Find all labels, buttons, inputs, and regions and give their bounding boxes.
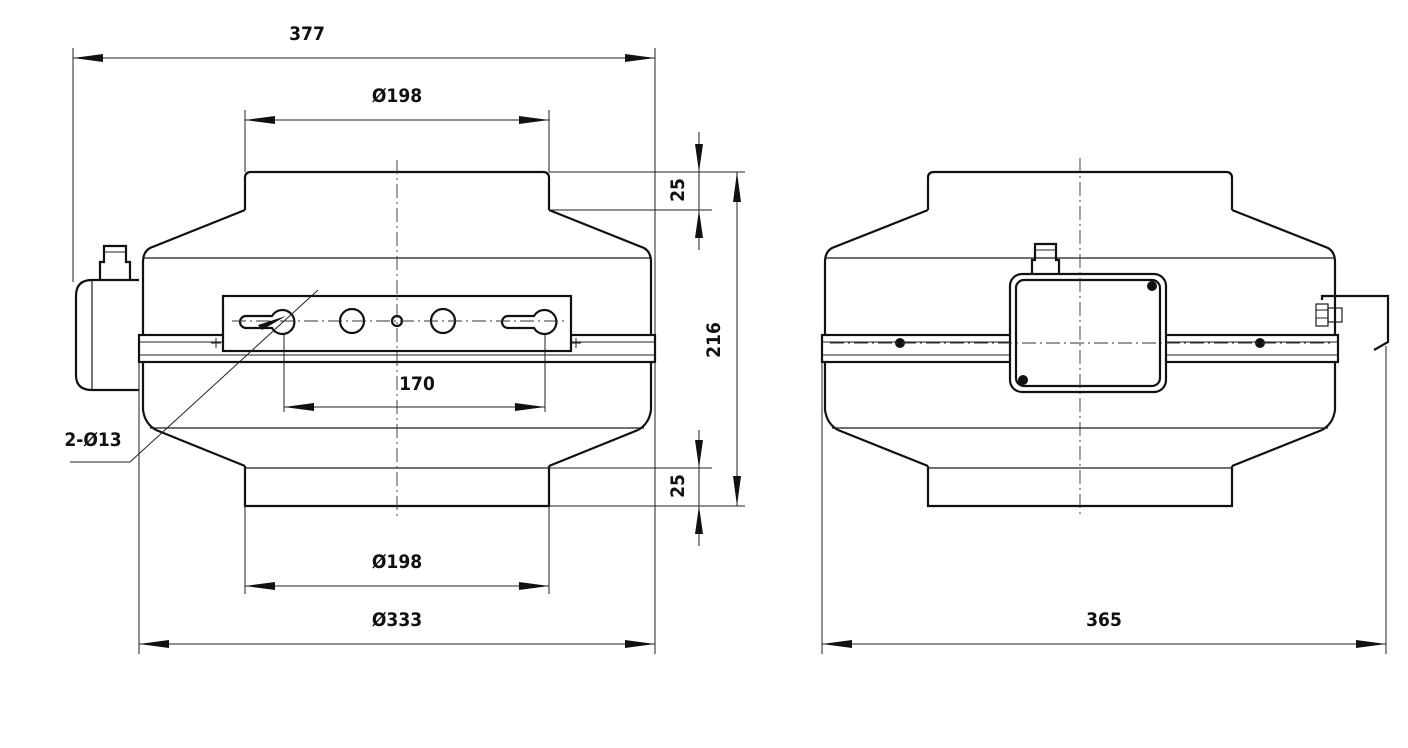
dim-333-arrow-right [625, 640, 655, 648]
dim-377-arrow-right [625, 54, 655, 62]
junction-box-screw-bottom [1018, 375, 1028, 385]
dim-377-arrow-left [73, 54, 103, 62]
dim-top-outlet-diameter: Ø198 [372, 85, 422, 107]
dim-216-arrow-bottom [733, 476, 741, 506]
dim-holes-arrow [258, 316, 286, 330]
dim-25b-arrow-bottom [695, 506, 703, 534]
side-lower-cone [837, 428, 1323, 468]
cable-gland [98, 244, 132, 280]
dim-216-arrow-top [733, 172, 741, 202]
dim-bottom-outlet-diameter: Ø198 [372, 551, 422, 573]
junction-box-screw-top [1147, 281, 1157, 291]
dim-top-collar-height: 25 [667, 178, 689, 202]
dim-333-arrow-left [139, 640, 169, 648]
dim-170-arrow-right [515, 403, 545, 411]
dim-365-arrow-right [1356, 640, 1386, 648]
dim-bottom-collar-height: 25 [667, 474, 689, 498]
side-bracket [1320, 294, 1390, 351]
dim-170-arrow-left [284, 403, 314, 411]
side-band-bolt-right [1255, 338, 1265, 348]
front-body [141, 262, 653, 431]
dim-overall-width: 377 [289, 23, 325, 45]
dim-198t-arrow-right [519, 116, 549, 124]
dim-198b-arrow-right [519, 582, 549, 590]
terminal-box [74, 278, 139, 392]
front-lower-cone [155, 428, 639, 468]
right-keyhole-slot [500, 308, 558, 336]
dim-25t-arrow-top [695, 144, 703, 172]
junction-box-lid [1014, 278, 1162, 388]
side-dimensions: 365 [821, 346, 1387, 654]
dim-25b-arrow-top [695, 440, 703, 468]
dim-198t-arrow-left [245, 116, 275, 124]
dim-25t-arrow-bottom [695, 210, 703, 238]
dim-365-arrow-left [822, 640, 852, 648]
side-bracket-bolt [1315, 303, 1329, 327]
left-band-marker [211, 338, 221, 348]
side-body [823, 262, 1337, 431]
dim-mounting-holes: 2-Ø13 [64, 429, 121, 451]
dim-198b-arrow-left [245, 582, 275, 590]
front-upper-cone [141, 208, 653, 263]
side-view [820, 158, 1390, 518]
side-bracket-nut [1327, 307, 1343, 323]
front-view [74, 160, 657, 518]
dim-overall-height: 216 [703, 322, 725, 358]
side-upper-cone [823, 208, 1337, 263]
side-cable-gland [1030, 242, 1061, 274]
right-band-marker [571, 338, 581, 348]
front-dimensions: 377 Ø198 25 216 25 170 [64, 23, 745, 654]
dim-side-view-width: 365 [1086, 609, 1122, 631]
dim-body-diameter: Ø333 [372, 609, 422, 631]
dim-slot-spacing: 170 [399, 373, 435, 395]
dim-holes-leader [129, 289, 319, 463]
side-band-bolt-left [895, 338, 905, 348]
left-keyhole-slot [238, 308, 296, 336]
